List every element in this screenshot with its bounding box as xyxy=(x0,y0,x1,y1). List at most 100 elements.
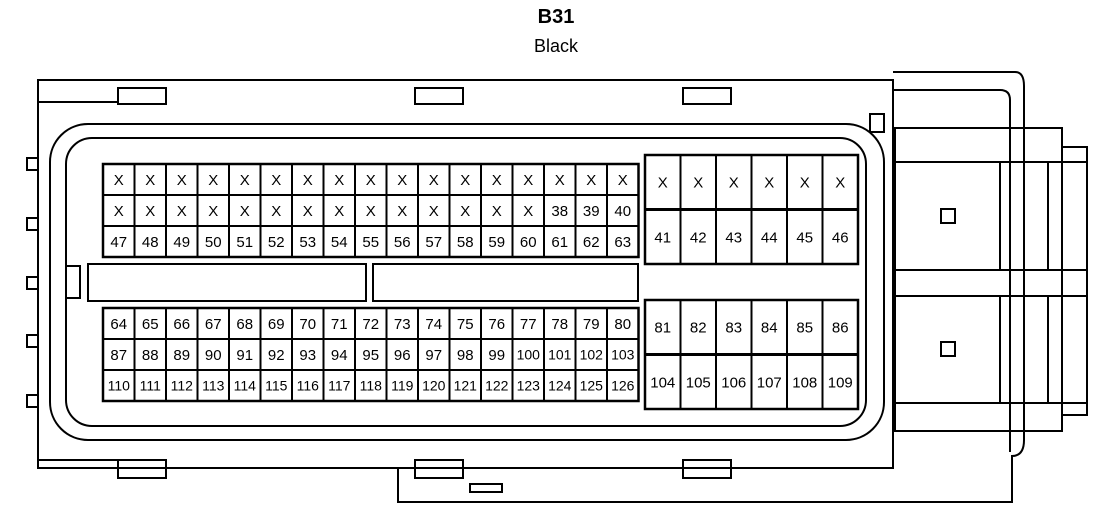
latch-arm xyxy=(894,127,1063,432)
pin-label: X xyxy=(460,203,470,220)
pin-label: X xyxy=(492,203,502,220)
pin-label: X xyxy=(764,174,774,191)
inner-shroud-inner xyxy=(65,137,867,427)
pin-label: X xyxy=(334,172,344,189)
pin-label: 110 xyxy=(108,378,131,394)
pin-label: X xyxy=(177,172,187,189)
inner-shroud-outer xyxy=(49,123,885,441)
pin-label: 84 xyxy=(761,319,778,336)
pin-label: 93 xyxy=(299,347,316,364)
separator-slot-right xyxy=(372,263,639,302)
pin-label: 38 xyxy=(551,203,568,220)
pin-label: X xyxy=(618,172,628,189)
pin-label: 74 xyxy=(425,316,442,333)
pin-label: X xyxy=(586,172,596,189)
pin-label: 83 xyxy=(725,319,742,336)
pin-label: 97 xyxy=(425,347,442,364)
pin-label: 119 xyxy=(391,378,414,394)
pin-label: 44 xyxy=(761,229,778,246)
pin-label: X xyxy=(693,174,703,191)
pin-label: 82 xyxy=(690,319,707,336)
pin-label: X xyxy=(366,172,376,189)
pin-label: 123 xyxy=(517,378,541,394)
keying-post xyxy=(869,113,885,133)
pin-label: 91 xyxy=(236,347,253,364)
pin-label: 79 xyxy=(583,316,600,333)
pin-label: X xyxy=(240,172,250,189)
pin-label: X xyxy=(523,203,533,220)
pin-group-frame xyxy=(101,306,640,403)
pin-label: 113 xyxy=(202,378,225,394)
pin-label: 66 xyxy=(173,316,190,333)
pin-label: 107 xyxy=(757,374,782,391)
pin-label: 105 xyxy=(686,374,711,391)
pin-label: X xyxy=(658,174,668,191)
pin-label: 92 xyxy=(268,347,285,364)
pin-label: 87 xyxy=(110,347,127,364)
pin-label: 125 xyxy=(580,378,604,394)
pin-label: 106 xyxy=(721,374,746,391)
pin-label: 46 xyxy=(832,229,849,246)
pin-label: 56 xyxy=(394,234,411,251)
pin-label: 118 xyxy=(360,378,383,394)
pin-label: 54 xyxy=(331,234,348,251)
pin-group-frame xyxy=(643,298,860,411)
pin-label: 104 xyxy=(650,374,675,391)
pin-label: 64 xyxy=(110,316,127,333)
pin-label: 90 xyxy=(205,347,222,364)
pin-label: 68 xyxy=(236,316,253,333)
pin-label: X xyxy=(429,203,439,220)
pin-label: 58 xyxy=(457,234,474,251)
latch-window xyxy=(940,208,956,224)
pin-label: 89 xyxy=(173,347,190,364)
pin-label: 70 xyxy=(299,316,316,333)
pin-label: 122 xyxy=(485,378,509,394)
connector-color: Black xyxy=(533,36,578,56)
pin-label: 115 xyxy=(265,378,288,394)
pin-label: 65 xyxy=(142,316,159,333)
pin-label: 45 xyxy=(796,229,813,246)
pin-label: 99 xyxy=(488,347,505,364)
pin-label: 111 xyxy=(140,378,161,394)
pin-label: 108 xyxy=(792,374,817,391)
pin-label: X xyxy=(397,203,407,220)
pin-label: X xyxy=(271,203,281,220)
pin-label: 59 xyxy=(488,234,505,251)
pin-label: 112 xyxy=(171,378,194,394)
pin-label: X xyxy=(334,203,344,220)
pin-label: 50 xyxy=(205,234,222,251)
pin-label: 40 xyxy=(614,203,631,220)
connector-id: B31 xyxy=(537,6,575,28)
pin-label: 95 xyxy=(362,347,379,364)
pin-label: 94 xyxy=(331,347,348,364)
pin-label: 75 xyxy=(457,316,474,333)
pin-label: 88 xyxy=(142,347,159,364)
pin-label: 100 xyxy=(517,347,541,363)
pin-label: 63 xyxy=(614,234,631,251)
pin-label: 60 xyxy=(520,234,537,251)
pin-label: 121 xyxy=(454,378,478,394)
pin-label: X xyxy=(397,172,407,189)
pin-label: X xyxy=(208,172,218,189)
pin-label: 126 xyxy=(611,378,635,394)
pin-label: X xyxy=(729,174,739,191)
pin-label: X xyxy=(114,172,124,189)
pin-label: 49 xyxy=(173,234,190,251)
pin-label: X xyxy=(208,203,218,220)
pin-label: X xyxy=(145,172,155,189)
pin-label: X xyxy=(303,203,313,220)
pin-label: X xyxy=(271,172,281,189)
pin-label: 51 xyxy=(236,234,253,251)
pin-label: 101 xyxy=(548,347,572,363)
pin-label: 98 xyxy=(457,347,474,364)
pin-label: 42 xyxy=(690,229,707,246)
pin-label: 116 xyxy=(297,378,320,394)
pin-label: 85 xyxy=(796,319,813,336)
pin-label: 39 xyxy=(583,203,600,220)
pin-label: 41 xyxy=(654,229,671,246)
pin-label: X xyxy=(145,203,155,220)
pin-group-frame xyxy=(101,162,640,259)
latch-arm-rail xyxy=(1061,146,1088,416)
pin-label: 55 xyxy=(362,234,379,251)
